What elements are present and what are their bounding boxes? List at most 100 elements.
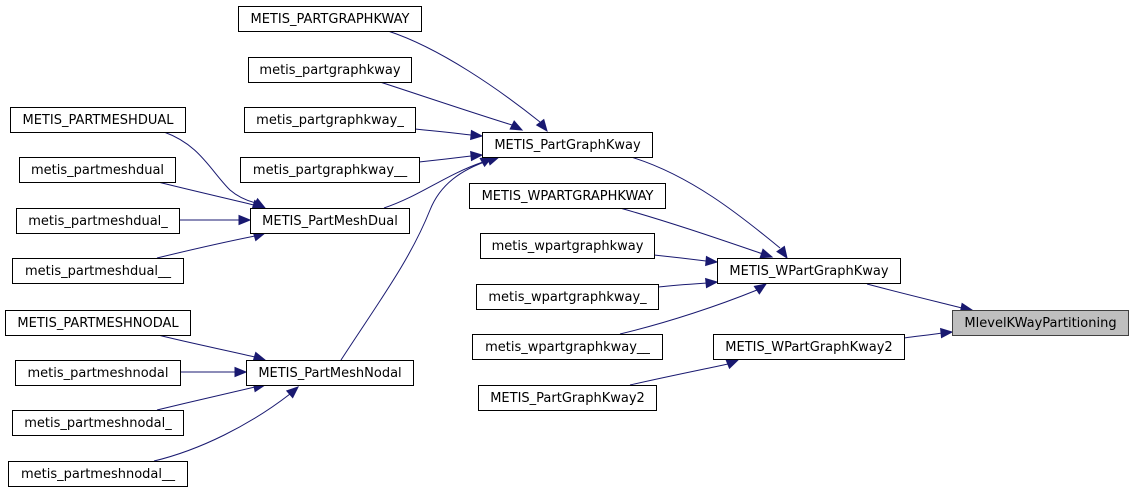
edge-line xyxy=(153,393,291,462)
edge-metis_partgraphkway__-to-METIS_PartGraphKway xyxy=(418,150,484,163)
node-label: metis_partmeshnodal__ xyxy=(21,467,176,482)
edge-line xyxy=(630,156,781,249)
node-label: metis_partmeshdual xyxy=(31,163,164,178)
node-box xyxy=(12,258,184,284)
arrowhead-icon xyxy=(509,120,524,131)
node-label: metis_partgraphkway__ xyxy=(253,163,408,178)
edge-line xyxy=(629,363,729,386)
node-label: METIS_WPARTGRAPHKWAY xyxy=(482,189,654,204)
caller-node[interactable]: metis_wpartgraphkway xyxy=(480,233,655,259)
node-label: metis_wpartgraphkway_ xyxy=(488,290,647,305)
node-box xyxy=(10,107,186,133)
node-box xyxy=(15,360,181,386)
node-box xyxy=(246,360,414,386)
node-label: METIS_PartMeshDual xyxy=(262,214,398,229)
node-box xyxy=(238,6,422,32)
node-box xyxy=(16,208,180,234)
node-label: metis_partmeshnodal xyxy=(27,366,168,381)
edge-METIS_PARTMESHNODAL-to-METIS_PartMeshNodal xyxy=(157,334,267,362)
node-box xyxy=(250,208,410,234)
node-label: METIS_PartGraphKway xyxy=(494,138,641,153)
node-box xyxy=(480,233,655,259)
caller-node[interactable]: METIS_PartGraphKway xyxy=(482,132,653,158)
edge-line xyxy=(156,386,256,411)
node-label: METIS_WPartGraphKway2 xyxy=(725,340,892,355)
caller-node[interactable]: METIS_PartMeshNodal xyxy=(246,360,414,386)
node-label: METIS_PARTGRAPHKWAY xyxy=(250,12,409,27)
edge-metis_partmeshnodal-to-METIS_PartMeshNodal xyxy=(180,366,248,378)
node-label: METIS_PartMeshNodal xyxy=(258,366,401,381)
node-label: METIS_PARTMESHNODAL xyxy=(17,316,179,331)
caller-node[interactable]: metis_partgraphkway__ xyxy=(240,157,420,183)
caller-node[interactable]: metis_wpartgraphkway_ xyxy=(476,284,659,310)
node-box xyxy=(952,310,1129,336)
edge-line xyxy=(163,131,257,204)
edge-line xyxy=(657,282,708,288)
node-label: metis_wpartgraphkway xyxy=(492,239,644,254)
caller-node[interactable]: metis_partmeshnodal__ xyxy=(8,461,188,487)
edge-metis_partmeshdual-to-METIS_PartMeshDual xyxy=(157,181,266,210)
node-label: MlevelKWayPartitioning xyxy=(964,316,1116,331)
arrowhead-icon xyxy=(470,150,484,162)
caller-node[interactable]: metis_partmeshdual xyxy=(19,157,176,183)
caller-node[interactable]: METIS_PartGraphKway2 xyxy=(478,385,657,411)
caller-node[interactable]: METIS_WPARTGRAPHKWAY xyxy=(469,183,666,209)
node-label: METIS_PartGraphKway2 xyxy=(490,391,645,406)
edge-line xyxy=(414,128,472,136)
edge-metis_partmeshnodal_-to-METIS_PartMeshNodal xyxy=(156,382,267,411)
edge-line xyxy=(619,289,758,335)
caller-node[interactable]: metis_partmeshdual__ xyxy=(12,258,184,284)
arrowhead-icon xyxy=(470,129,484,141)
edge-metis_partmeshdual_-to-METIS_PartMeshDual xyxy=(179,214,252,226)
node-box xyxy=(478,385,657,411)
node-label: metis_partmeshdual_ xyxy=(28,214,168,229)
edge-line xyxy=(653,254,707,262)
node-box xyxy=(19,157,176,183)
caller-node[interactable]: METIS_PARTMESHNODAL xyxy=(5,310,191,336)
arrowhead-icon xyxy=(252,351,267,362)
caller-node[interactable]: metis_wpartgraphkway__ xyxy=(472,334,663,360)
edge-line xyxy=(418,155,472,163)
node-label: metis_partgraphkway xyxy=(259,63,400,78)
arrowhead-icon xyxy=(234,366,248,378)
node-box xyxy=(469,183,666,209)
edge-METIS_PartGraphKway-to-METIS_WPartGraphKway xyxy=(630,156,788,260)
caller-node[interactable]: METIS_WPartGraphKway xyxy=(717,258,901,284)
edge-line xyxy=(340,159,491,361)
edge-line xyxy=(157,334,256,358)
arrowhead-icon xyxy=(238,214,252,226)
edge-metis_partmeshdual__-to-METIS_PartMeshDual xyxy=(156,231,267,259)
root-node: MlevelKWayPartitioning xyxy=(952,310,1129,336)
caller-node[interactable]: metis_partmeshnodal xyxy=(15,360,181,386)
edge-line xyxy=(619,207,764,255)
caller-node[interactable]: metis_partgraphkway xyxy=(248,57,412,83)
node-box xyxy=(717,258,901,284)
arrowhead-icon xyxy=(940,327,954,339)
node-label: METIS_PARTMESHDUAL xyxy=(22,113,174,128)
edge-line xyxy=(387,30,541,123)
node-box xyxy=(244,107,416,133)
caller-node[interactable]: METIS_PartMeshDual xyxy=(250,208,410,234)
caller-node[interactable]: METIS_WPartGraphKway2 xyxy=(713,334,905,360)
node-box xyxy=(482,132,653,158)
edge-metis_wpartgraphkway_-to-METIS_WPartGraphKway xyxy=(657,277,719,289)
arrowhead-icon xyxy=(705,277,719,289)
caller-node[interactable]: metis_partmeshnodal_ xyxy=(12,410,184,436)
node-label: metis_partmeshdual__ xyxy=(25,264,172,279)
edge-METIS_WPartGraphKway2-to-MlevelKWayPartitioning xyxy=(903,327,954,339)
node-box xyxy=(476,284,659,310)
edge-line xyxy=(379,81,513,126)
edge-line xyxy=(156,235,256,259)
caller-node[interactable]: metis_partgraphkway_ xyxy=(244,107,416,133)
node-label: metis_partmeshnodal_ xyxy=(24,416,172,431)
arrowhead-icon xyxy=(535,118,548,133)
caller-node[interactable]: metis_partmeshdual_ xyxy=(16,208,180,234)
edge-metis_wpartgraphkway__-to-METIS_WPartGraphKway xyxy=(619,283,768,335)
edge-line xyxy=(903,332,943,339)
arrowhead-icon xyxy=(753,283,768,295)
edge-line xyxy=(866,283,963,309)
edge-metis_partgraphkway_-to-METIS_PartGraphKway xyxy=(414,128,484,141)
caller-node[interactable]: METIS_PARTMESHDUAL xyxy=(10,107,186,133)
caller-node[interactable]: METIS_PARTGRAPHKWAY xyxy=(238,6,422,32)
node-label: metis_wpartgraphkway__ xyxy=(485,340,650,355)
